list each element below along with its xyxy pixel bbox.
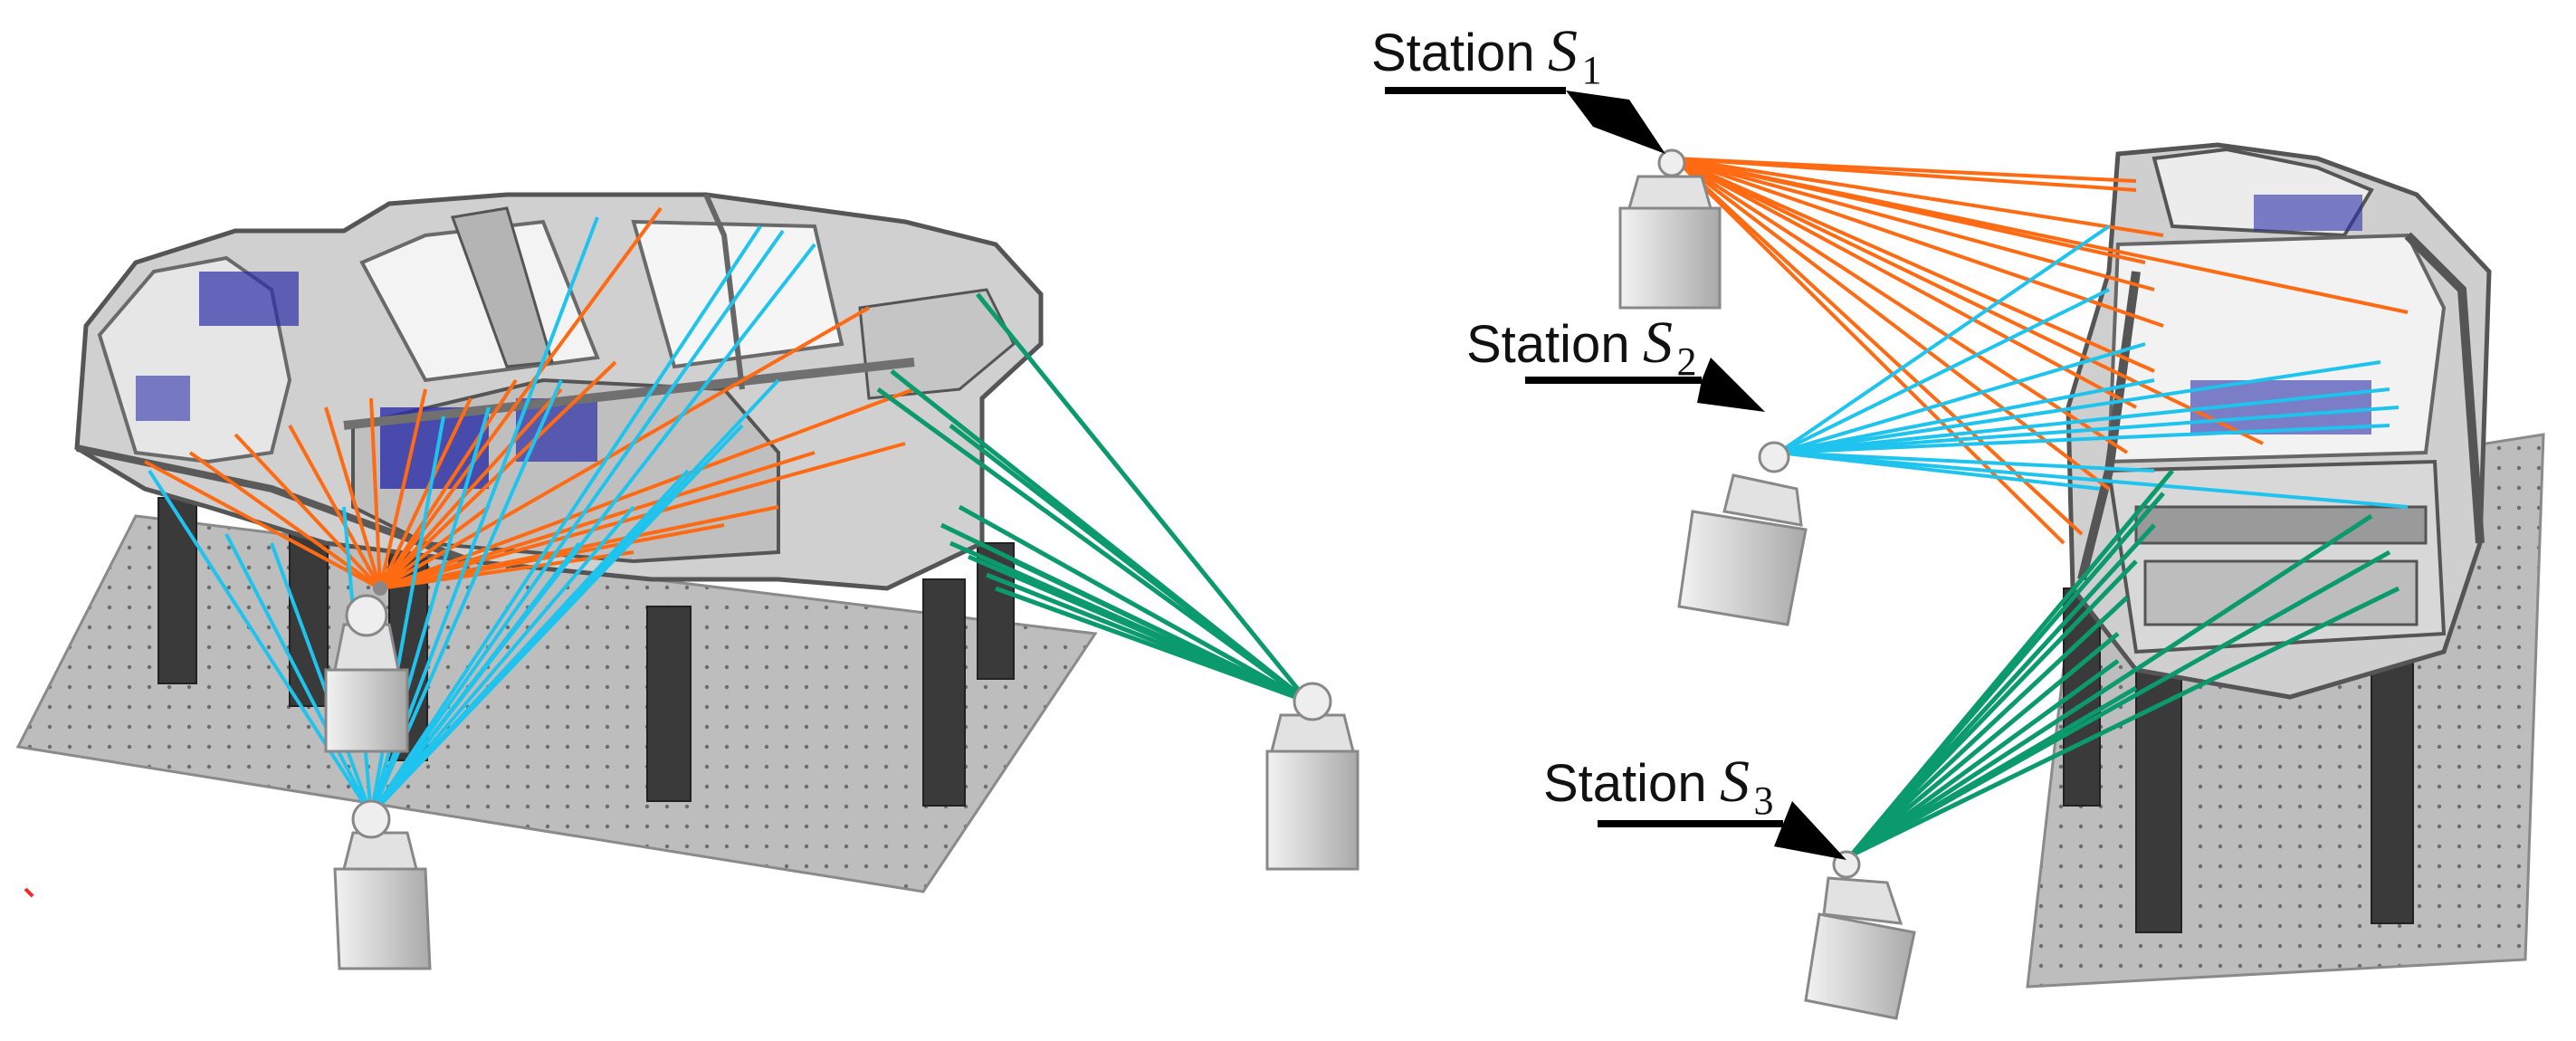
- left-rays-station-3: [876, 292, 1310, 704]
- right-view: Station S 1 Station S 2 Station S 3: [1371, 18, 2545, 1020]
- right-rays-station-2: [1777, 224, 2409, 509]
- left-fixture-plate: [15, 514, 1098, 893]
- right-car-body: [2066, 142, 2492, 700]
- right-tracker-1: [1618, 148, 1722, 310]
- left-view: [15, 192, 1360, 970]
- red-marker: [24, 887, 34, 898]
- station-2-label: Station S 2: [1466, 310, 1696, 384]
- station-3-label: Station S 3: [1543, 749, 1773, 823]
- right-tracker-3: [1804, 850, 1916, 1020]
- station-1-label: Station S 1: [1371, 18, 1601, 92]
- right-tracker-2: [1677, 441, 1808, 626]
- left-tracker-2: [333, 799, 432, 970]
- station-callout-arrows: [1385, 87, 1846, 860]
- left-tracker-3: [1265, 682, 1360, 871]
- left-tracker-1: [324, 581, 409, 753]
- right-rays-station-3: [1849, 469, 2400, 858]
